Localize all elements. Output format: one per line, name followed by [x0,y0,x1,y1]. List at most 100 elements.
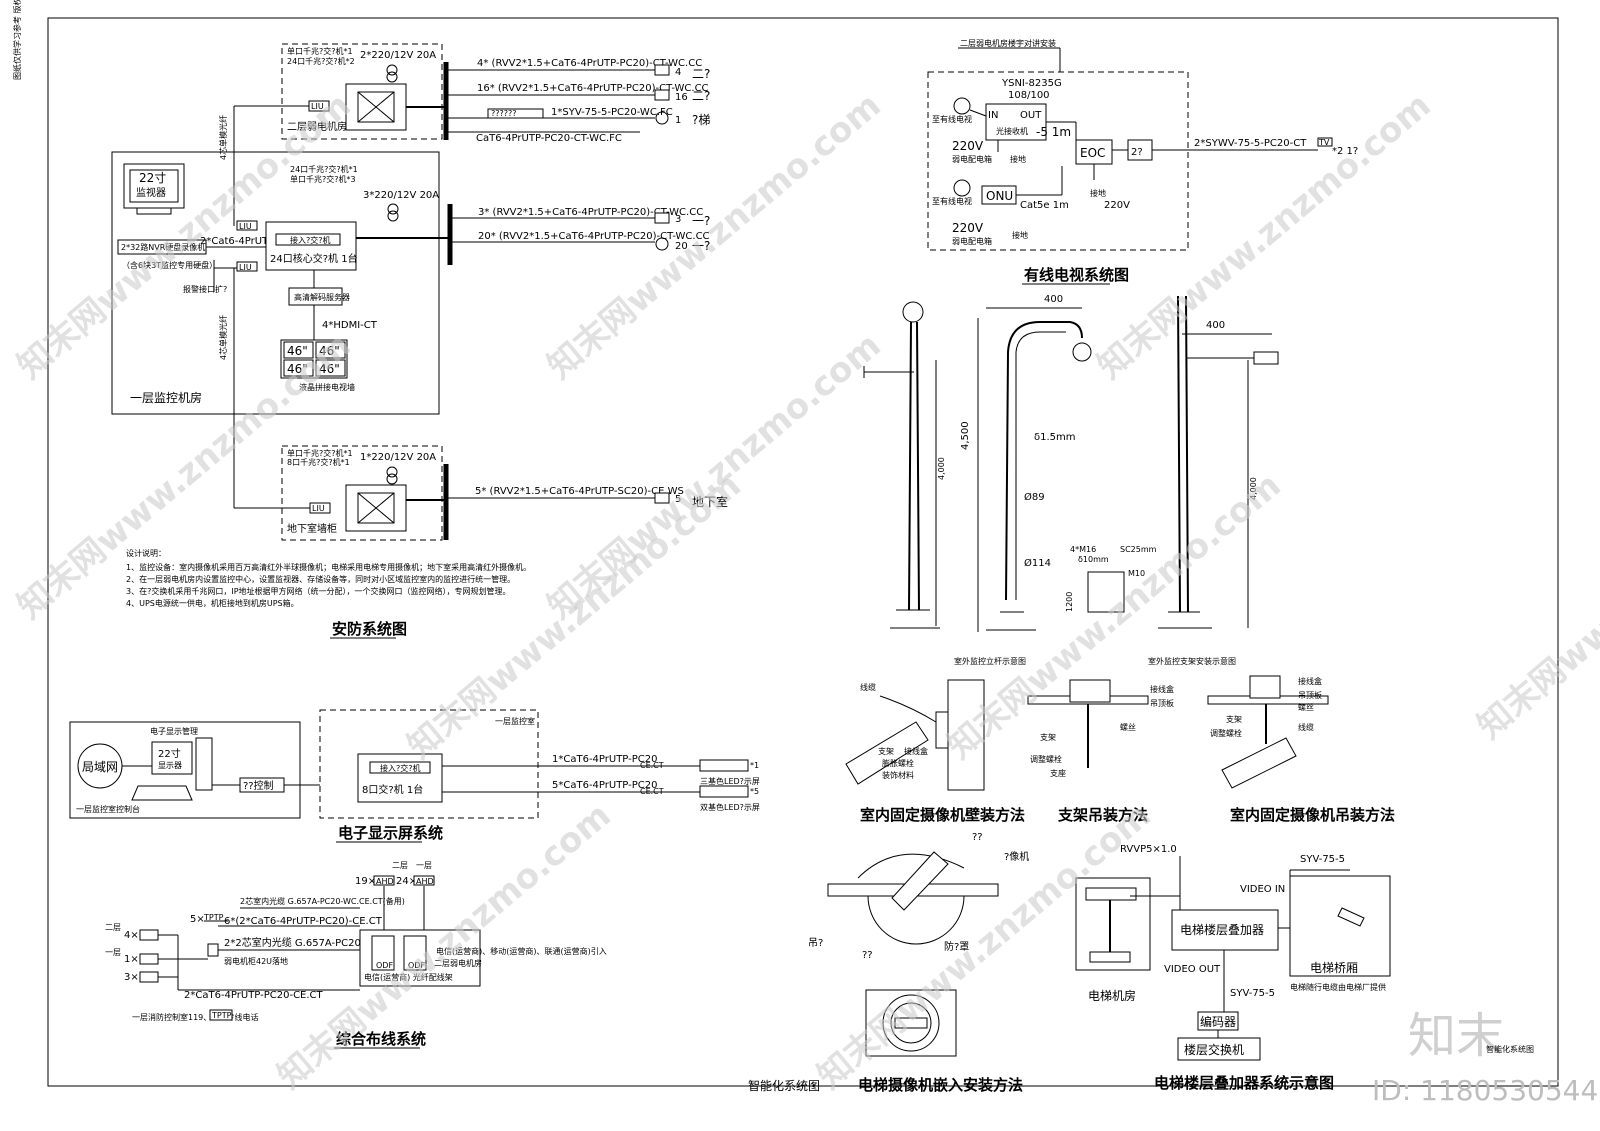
camera-dome-icon [655,237,669,251]
monitor-size: 22寸 [139,171,166,185]
ip-camera-icon [654,89,670,101]
line-f: 20* (RVV2*1.5+CaT6-4PrUTP-PC20)-CT-WC.CC [478,231,710,242]
led-end2: *5 [750,787,759,796]
embed-plan-box [865,989,957,1057]
splitter-label: 2? [1131,147,1143,158]
power-note: 弱电配电箱 [952,236,992,246]
lan-label: 局域网 [82,760,118,774]
catv-power2: 220V [952,221,984,235]
catv-model2: 108/100 [1008,90,1050,101]
ec-l4: ?? [862,950,873,961]
line-d: CaT6-4PrUTP-PC20-CT-WC.FC [476,133,622,144]
laser-label: 光接收机 [996,126,1028,136]
eoc-box [1075,139,1113,165]
note-4: 4、UPS电源统一供电，机柜接地到机房UPS箱。 [126,598,299,608]
rvvp-label: RVVP5×1.0 [1120,844,1177,855]
end-e-text: 一? [692,214,710,228]
cab-floor1: 一层 [416,861,432,870]
room2-label1: 单口千兆?交?机*1 [287,46,353,56]
odf-label: ODF [376,961,393,970]
room2-box [281,43,443,140]
catv-line: 2*SYWV-75-5-PC20-CT [1194,138,1307,149]
elevator-camera-icon [891,851,949,911]
carrier-label: 电信(运营商)、移动(运营商)、联通(运营商)引入 [436,946,607,956]
ip-camera-icon [654,212,670,224]
ce-l6: 线缆 [1298,722,1314,732]
cat6-label: 2*Cat6-4PrUTP [200,236,274,247]
wall-l2: 支架 [878,746,894,756]
eoc-label: EOC [1080,146,1105,160]
end-c-num: 1 [675,115,681,126]
pole2-width: 400 [1044,294,1063,305]
notes-title: 设计说明： [126,548,166,558]
room2-name: 二层弱电机房 [287,120,347,133]
pole-caption1: 室外监控立杆示意图 [954,656,1026,666]
car-label: 电梯桥厢 [1310,961,1358,975]
led-display-system: 局域网 电子显示管理 22寸 显示器 一层监控室控制台 ??控制 一层监控室 接… [69,709,760,843]
catv-220: 220V [1104,200,1130,211]
br-l4: 支架 [1040,732,1056,742]
ec-l2: ?像机 [1004,850,1029,863]
camera-dome-icon [655,111,669,125]
n1-label: 1× [124,954,139,965]
tv-outlet-icon [1317,137,1333,147]
pc-tower-icon [195,737,213,791]
liu-label: LIU [239,263,252,272]
br-l1: 接线盒 [1150,684,1174,694]
wall-l1: 线缆 [860,682,876,692]
riser-label: 4芯单模光纤 [218,315,228,360]
riser-label: 4芯单模光纤 [218,115,228,160]
pole-caption2: 室外监控支架安装示意图 [1148,656,1236,666]
pole1-height: 4,000 [937,457,946,480]
catv-box [927,71,1189,251]
ce-l4: 支架 [1226,714,1242,724]
car-box [1289,875,1391,977]
wall-l4: 装饰材料 [882,770,914,780]
console-box [69,721,301,819]
cab-room-box [359,929,481,987]
pole3-height: 4,000 [1249,477,1258,500]
machine-room-box [1075,877,1151,971]
end-e-num: 3 [675,214,681,225]
foundation-cage [1087,571,1125,613]
structured-cabling-system: 二层 一层 19× AHD 24× AHD 2芯室内光缆 G.657A-PC20… [105,861,607,1049]
image-id: ID: 1180530544 [1372,1074,1598,1107]
access-switch: 接入?交?机 [290,235,331,245]
led-screen-icon [699,759,749,772]
elevator-overlay-system: 电梯机房 RVVP5×1.0 电梯楼层叠加器 VIDEO IN SYV-75-5… [1075,844,1391,1092]
end-b-text: 二? [692,89,710,103]
odf-label: ODF [408,961,425,970]
n3-label: 3× [124,972,139,983]
room1-name: 一层监控机房 [130,390,202,405]
line-a: 4* (RVV2*1.5+CaT6-4PrUTP-PC20)-CT-WC.CC [477,58,702,69]
br-l2: 吊顶板 [1150,698,1174,708]
led-line2: 5*CaT6-4PrUTP-PC20 [552,780,657,791]
led-screen-icon [699,785,749,798]
cat5e-label: Cat5e 1m [1020,200,1069,211]
led-monitor-size: 22寸 [158,747,181,760]
brand-sub: 智能化系统图 [1486,1044,1534,1054]
end-f-num: 20 [675,241,688,252]
wall-l5: 接线盒 [904,746,928,756]
ce-l5: 调整螺栓 [1210,728,1242,738]
end-f-text: 一? [692,239,710,253]
catv-title: 有线电视系统图 [1024,266,1129,284]
drawing-frame [47,17,1559,1087]
hdmi-label: 4*HDMI-CT [322,320,378,331]
machine-label: 电梯机房 [1088,988,1136,1003]
video-wall: 46" 46" 46" 46" [280,339,348,379]
cab-floor2: 二层 [392,861,408,870]
box-camera-icon [1253,351,1279,365]
pole2-dia2: Ø114 [1024,557,1051,569]
wall-mount-title: 室内固定摄像机壁装方法 [860,806,1025,824]
ip-camera-icon [654,64,670,76]
decoder-box [288,287,343,306]
security-system-diagram: 单口千兆?交?机*1 24口千兆?交?机*2 2*220/12V 20A LIU… [111,43,728,639]
pole2-dia1: Ø89 [1024,491,1045,503]
control-label: ??控制 [243,779,274,792]
console-label: 一层监控室控制台 [76,804,140,814]
tv-label: TV [1318,138,1330,147]
ahd-label: AHD [416,877,434,886]
cat-a: 6*(2*CaT6-4PrUTP-PC20)-CE.CT [224,916,383,927]
dome-camera-icon [1072,342,1092,362]
